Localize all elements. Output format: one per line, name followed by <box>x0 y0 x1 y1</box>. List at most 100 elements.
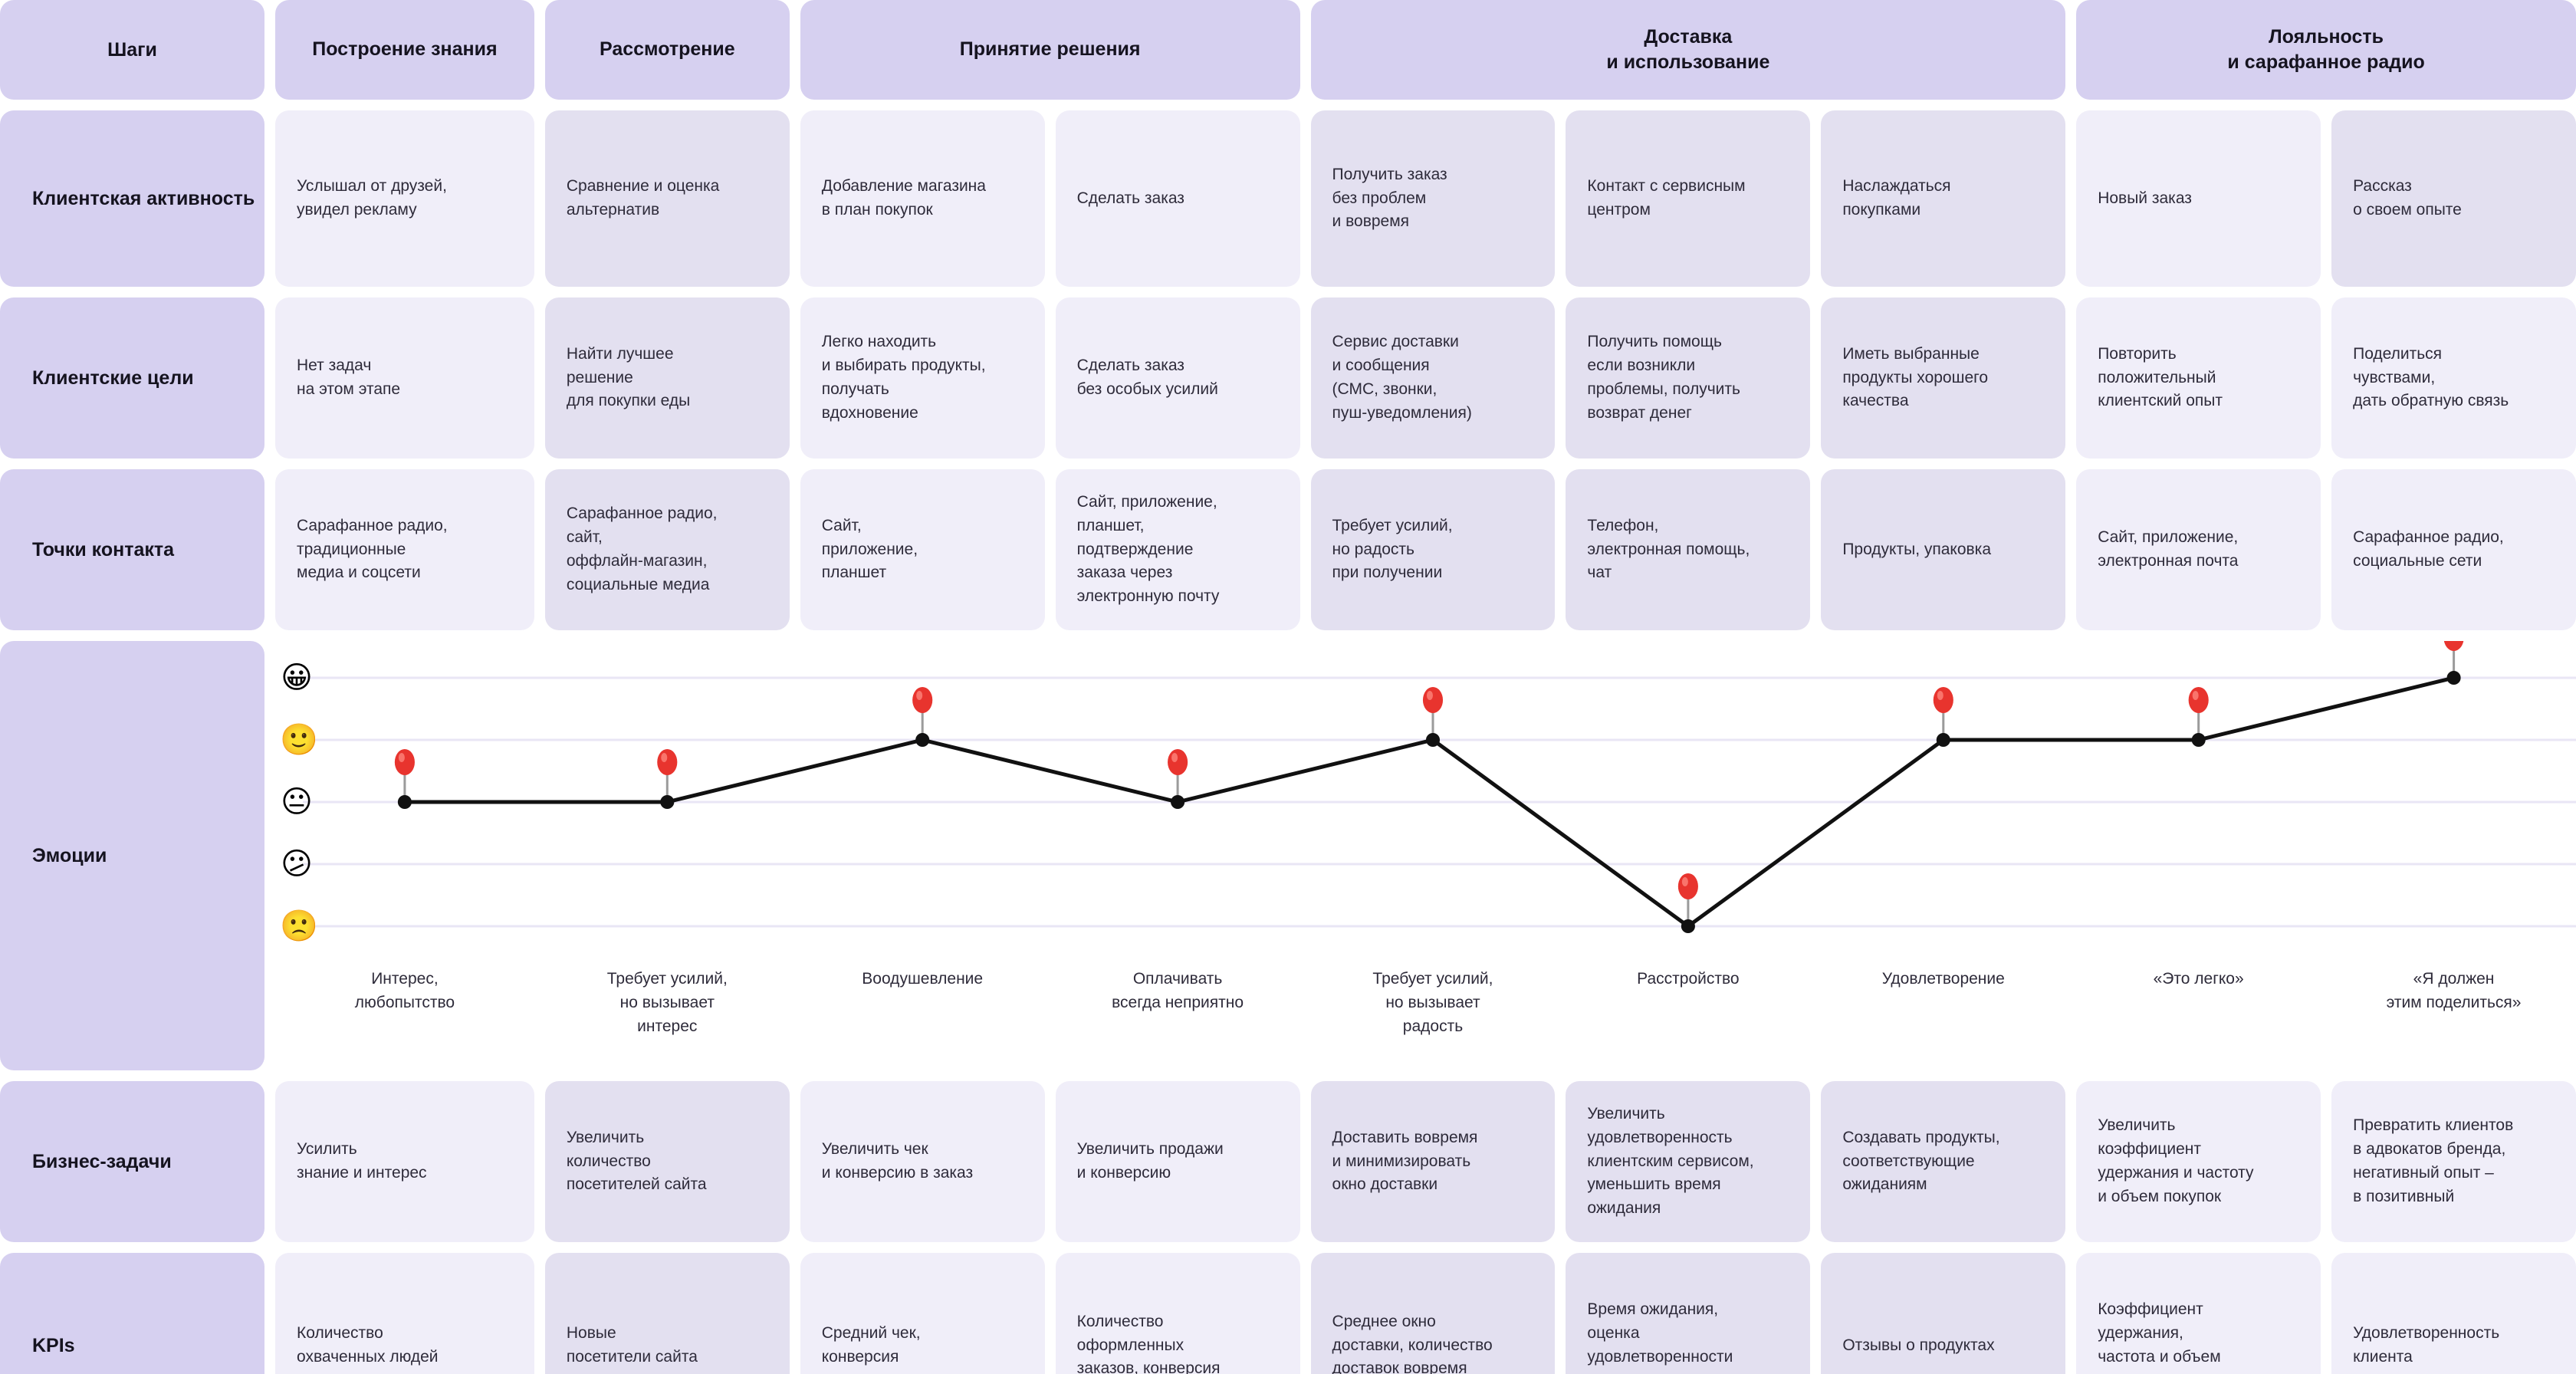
cell-touchpoints-1[interactable]: Сарафанное радио, традиционные медиа и с… <box>275 469 534 630</box>
stage-header-5[interactable]: Лояльность и сарафанное радио <box>2076 0 2576 100</box>
cell-text: Новый заказ <box>2098 189 2192 207</box>
row-label-customer-goals: Клиентские цели <box>0 297 264 459</box>
cell-text: Доставить вовремя и минимизировать окно … <box>1332 1128 1478 1194</box>
emotion-point-9[interactable] <box>2443 641 2464 685</box>
cell-text: Сарафанное радио, социальные сети <box>2353 528 2504 570</box>
cell-kpis-6[interactable]: Время ожидания, оценка удовлетворенности… <box>1566 1253 1811 1374</box>
cell-customer-goals-4[interactable]: Сделать заказ без особых усилий <box>1055 297 1300 459</box>
cell-text: Сарафанное радио, традиционные медиа и с… <box>297 516 448 582</box>
cell-customer-goals-2[interactable]: Найти лучшее решение для покупки еды <box>544 297 790 459</box>
cell-customer-activity-2[interactable]: Сравнение и оценка альтернатив <box>544 110 790 287</box>
emotion-point-6[interactable] <box>1677 873 1698 933</box>
cell-text: Время ожидания, оценка удовлетворенности… <box>1587 1300 1749 1374</box>
cell-business-goals-3[interactable]: Увеличить чек и конверсию в заказ <box>800 1081 1045 1242</box>
cell-business-goals-5[interactable]: Доставить вовремя и минимизировать окно … <box>1310 1081 1556 1242</box>
corner-header-label: Шаги <box>107 38 157 61</box>
emotion-point-8[interactable] <box>2188 687 2209 747</box>
cell-customer-activity-4[interactable]: Сделать заказ <box>1055 110 1300 287</box>
cell-customer-activity-3[interactable]: Добавление магазина в план покупок <box>800 110 1045 287</box>
cell-touchpoints-3[interactable]: Сайт, приложение, планшет <box>800 469 1045 630</box>
row-cells-business-goals: Усилить знание и интерес Увеличить количе… <box>275 1081 2576 1242</box>
cell-customer-goals-6[interactable]: Получить помощь если возникли проблемы, … <box>1566 297 1811 459</box>
stage-header-4[interactable]: Доставка и использование <box>1310 0 2066 100</box>
cell-touchpoints-9[interactable]: Сарафанное радио, социальные сети <box>2331 469 2576 630</box>
row-label-text: Бизнес-задачи <box>32 1150 172 1172</box>
cell-customer-activity-9[interactable]: Рассказ о своем опыте <box>2331 110 2576 287</box>
stage-header-3[interactable]: Принятие решения <box>800 0 1300 100</box>
cell-customer-activity-7[interactable]: Наслаждаться покупками <box>1821 110 2066 287</box>
cell-customer-goals-5[interactable]: Сервис доставки и сообщения (СМС, звонки… <box>1310 297 1556 459</box>
cell-business-goals-2[interactable]: Увеличить количество посетителей сайта <box>544 1081 790 1242</box>
stage-header-2[interactable]: Рассмотрение <box>544 0 790 100</box>
cell-text: Увеличить количество посетителей сайта <box>566 1128 707 1194</box>
cell-text: Усилить знание и интерес <box>297 1140 427 1182</box>
cell-kpis-9[interactable]: Удовлетворенность клиента <box>2331 1253 2576 1374</box>
cell-kpis-7[interactable]: Отзывы о продуктах <box>1821 1253 2066 1374</box>
row-cells-touchpoints: Сарафанное радио, традиционные медиа и с… <box>275 469 2576 630</box>
emotion-point-5[interactable] <box>1422 687 1444 747</box>
cell-business-goals-4[interactable]: Увеличить продажи и конверсию <box>1055 1081 1300 1242</box>
cell-text: Получить заказ без проблем и вовремя <box>1332 165 1447 231</box>
cell-touchpoints-5[interactable]: Требует усилий, но радость при получении <box>1310 469 1556 630</box>
cell-text: Удовлетворенность клиента <box>2353 1324 2500 1366</box>
cell-text: Количество оформленных заказов, конверси… <box>1076 1312 1221 1374</box>
row-label-text: Клиентские цели <box>32 367 194 389</box>
cell-touchpoints-2[interactable]: Сарафанное радио, сайт, оффлайн-магазин,… <box>544 469 790 630</box>
emotion-point-1[interactable] <box>394 749 415 809</box>
cell-text: Продукты, упаковка <box>1842 540 1991 558</box>
emotion-label-7: Удовлетворение <box>1881 970 2005 988</box>
cell-kpis-2[interactable]: Новые посетители сайта <box>544 1253 790 1374</box>
cell-kpis-1[interactable]: Количество охваченных людей <box>275 1253 534 1374</box>
emotion-point-4[interactable] <box>1168 749 1188 809</box>
cell-touchpoints-6[interactable]: Телефон, электронная помощь, чат <box>1566 469 1811 630</box>
row-label-touchpoints: Точки контакта <box>0 469 264 630</box>
row-label-kpis: KPIs <box>0 1253 264 1374</box>
cell-text: Добавление магазина в план покупок <box>821 177 986 219</box>
emotion-label-9: «Я должен этим поделиться» <box>2386 970 2522 1011</box>
cell-customer-goals-7[interactable]: Иметь выбранные продукты хорошего качест… <box>1821 297 2066 459</box>
cell-kpis-5[interactable]: Среднее окно доставки, количество достав… <box>1310 1253 1556 1374</box>
emotion-label-5: Требует усилий, но вызывает радость <box>1372 970 1493 1035</box>
cell-text: Иметь выбранные продукты хорошего качест… <box>1842 344 1989 410</box>
emotion-point-3[interactable] <box>912 687 933 747</box>
cell-business-goals-9[interactable]: Превратить клиентов в адвокатов бренда, … <box>2331 1081 2576 1242</box>
cell-customer-goals-3[interactable]: Легко находить и выбирать продукты, полу… <box>800 297 1045 459</box>
cell-customer-goals-9[interactable]: Поделиться чувствами, дать обратную связ… <box>2331 297 2576 459</box>
row-label-text: Клиентская активность <box>32 187 255 209</box>
cell-business-goals-6[interactable]: Увеличить удовлетворенность клиентским с… <box>1566 1081 1811 1242</box>
cell-customer-activity-1[interactable]: Услышал от друзей, увидел рекламу <box>275 110 534 287</box>
cell-text: Создавать продукты, соответствующие ожид… <box>1842 1128 2000 1194</box>
emotion-point-2[interactable] <box>657 749 678 809</box>
cell-text: Сайт, приложение, планшет <box>821 516 918 582</box>
cell-text: Поделиться чувствами, дать обратную связ… <box>2353 344 2509 410</box>
cell-text: Средний чек, конверсия <box>821 1324 921 1366</box>
emotion-point-7[interactable] <box>1933 687 1953 747</box>
cell-customer-goals-1[interactable]: Нет задач на этом этапе <box>275 297 534 459</box>
cell-text: Услышал от друзей, увидел рекламу <box>297 177 447 219</box>
cell-text: Сравнение и оценка альтернатив <box>566 177 720 219</box>
red-pin-icon <box>2188 687 2209 713</box>
cell-business-goals-1[interactable]: Усилить знание и интерес <box>275 1081 534 1242</box>
cell-touchpoints-7[interactable]: Продукты, упаковка <box>1821 469 2066 630</box>
cell-customer-activity-5[interactable]: Получить заказ без проблем и вовремя <box>1310 110 1556 287</box>
cell-kpis-4[interactable]: Количество оформленных заказов, конверси… <box>1055 1253 1300 1374</box>
cell-kpis-8[interactable]: Коэффициент удержания, частота и объем п… <box>2076 1253 2321 1374</box>
cell-text: Легко находить и выбирать продукты, полу… <box>821 333 986 422</box>
cell-kpis-3[interactable]: Средний чек, конверсия <box>800 1253 1045 1374</box>
cell-business-goals-7[interactable]: Создавать продукты, соответствующие ожид… <box>1821 1081 2066 1242</box>
cell-business-goals-8[interactable]: Увеличить коэффициент удержания и частот… <box>2076 1081 2321 1242</box>
stage-header-1[interactable]: Построение знания <box>275 0 534 100</box>
row-cells-customer-activity: Услышал от друзей, увидел рекламу Сравнен… <box>275 110 2576 287</box>
row-label-business-goals: Бизнес-задачи <box>0 1081 264 1242</box>
cell-customer-activity-8[interactable]: Новый заказ <box>2076 110 2321 287</box>
emotion-label-1: Интерес, любопытство <box>354 970 455 1011</box>
cell-customer-activity-6[interactable]: Контакт с сервисным центром <box>1566 110 1811 287</box>
cell-customer-goals-8[interactable]: Повторить положительный клиентский опыт <box>2076 297 2321 459</box>
row-label-text: Эмоции <box>32 844 107 866</box>
cell-touchpoints-4[interactable]: Сайт, приложение, планшет, подтверждение… <box>1055 469 1300 630</box>
corner-header-steps: Шаги <box>0 0 264 100</box>
cell-touchpoints-8[interactable]: Сайт, приложение, электронная почта <box>2076 469 2321 630</box>
